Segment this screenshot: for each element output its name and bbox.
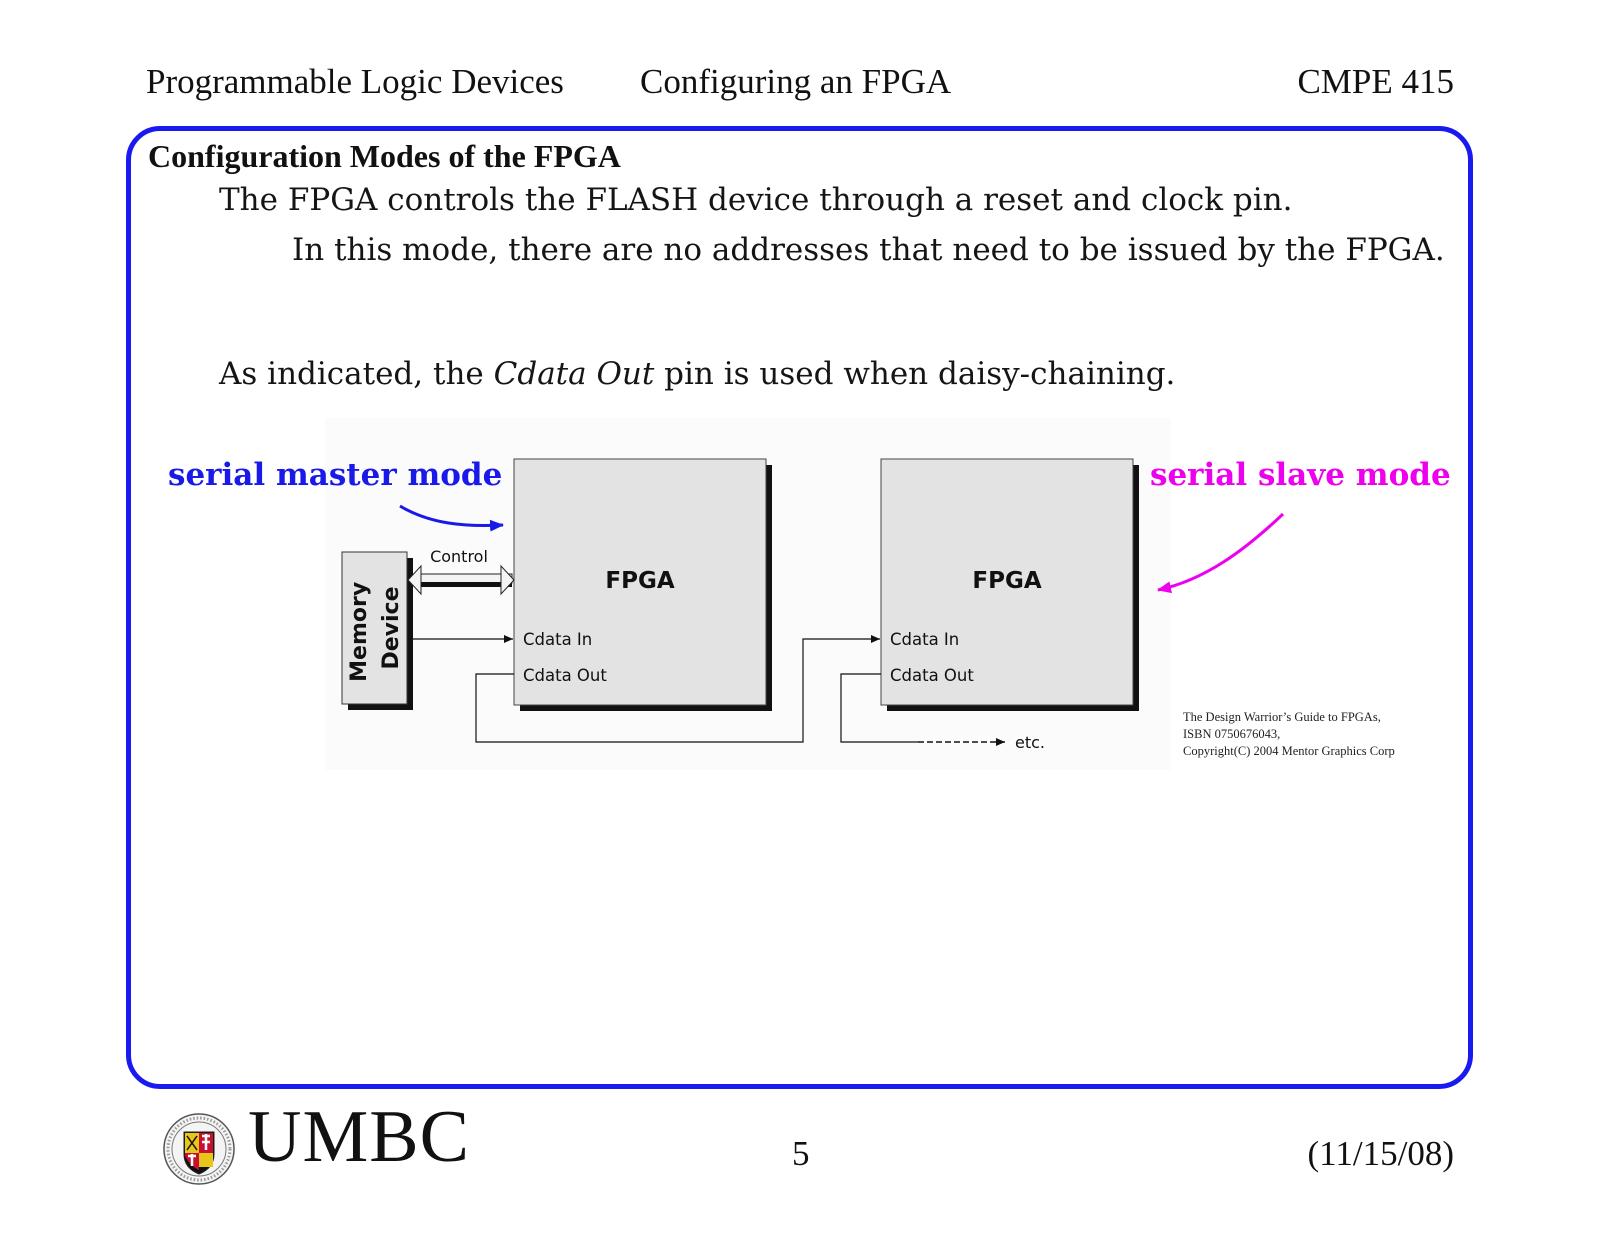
credit-line-1: The Design Warrior’s Guide to FPGAs, — [1183, 710, 1381, 724]
fpga1-cdata-in-label: Cdata In — [523, 630, 592, 649]
fpga1-cdata-out-label: Cdata Out — [523, 666, 607, 685]
umbc-logo-text: UMBC — [248, 1096, 470, 1178]
memory-device-label: Memory Device — [347, 574, 404, 682]
daisy-chain-wire — [475, 635, 880, 743]
fpga2-cdata-in-label: Cdata In — [890, 630, 959, 649]
memory-label-line2: Device — [379, 586, 404, 669]
figure-credit: The Design Warrior’s Guide to FPGAs, ISB… — [1183, 709, 1395, 760]
bullet-line-3: As indicated, the Cdata Out pin is used … — [219, 356, 1175, 392]
fpga2-cdata-out-label: Cdata Out — [890, 666, 974, 685]
line-3-suffix: pin is used when daisy-chaining. — [654, 356, 1176, 392]
slide-frame — [126, 126, 1473, 1089]
page-number: 5 — [792, 1134, 810, 1173]
serial-slave-mode-label: serial slave mode — [1150, 457, 1451, 493]
control-bus-arrow — [407, 564, 515, 596]
fpga2-box — [880, 458, 1134, 706]
umbc-seal-icon — [163, 1113, 235, 1185]
control-label: Control — [430, 547, 488, 566]
fpga1-box — [513, 458, 767, 706]
header-course-code: CMPE 415 — [1297, 62, 1454, 101]
memory-device-box — [341, 551, 408, 705]
master-mode-arrow — [399, 504, 504, 532]
slave-mode-arrow — [1157, 512, 1285, 594]
memory-label-line1: Memory — [347, 582, 372, 682]
etc-label: etc. — [1015, 733, 1045, 752]
bullet-line-1: The FPGA controls the FLASH device throu… — [219, 182, 1293, 218]
serial-master-mode-label: serial master mode — [168, 457, 503, 493]
slide-date: (11/15/08) — [1307, 1134, 1454, 1173]
line-3-prefix: As indicated, the — [219, 356, 494, 392]
bullet-line-2: In this mode, there are no addresses tha… — [292, 232, 1445, 268]
fpga2-out-wire — [840, 673, 918, 743]
fpga1-title: FPGA — [605, 568, 674, 594]
header-slide-title: Configuring an FPGA — [640, 62, 952, 101]
credit-line-3: Copyright(C) 2004 Mentor Graphics Corp — [1183, 744, 1395, 758]
credit-line-2: ISBN 0750676043, — [1183, 727, 1281, 741]
fpga2-title: FPGA — [972, 568, 1041, 594]
slide-heading: Configuration Modes of the FPGA — [148, 138, 621, 174]
header-course-topic: Programmable Logic Devices — [146, 62, 564, 101]
line-3-italic-term: Cdata Out — [493, 356, 655, 392]
